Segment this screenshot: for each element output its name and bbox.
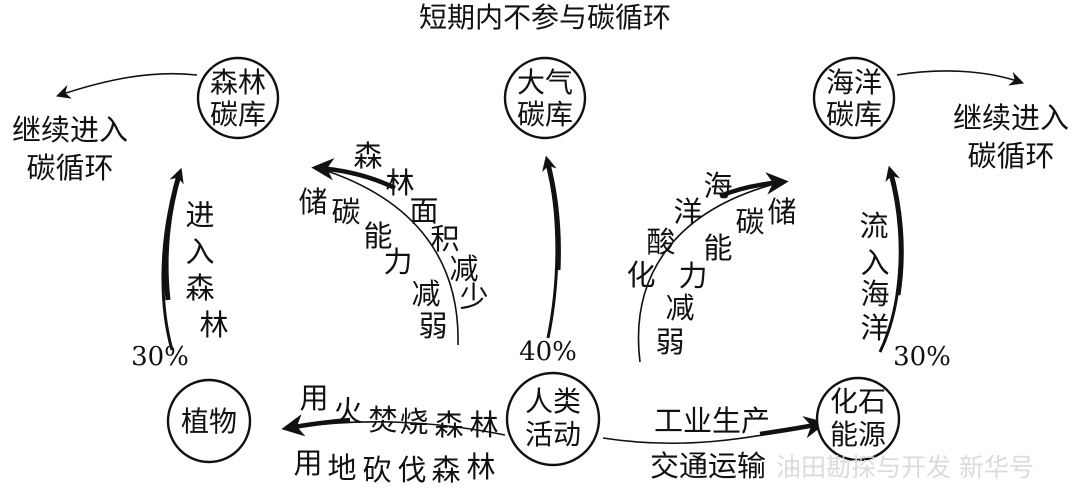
label-logging-char: 地 <box>327 451 356 485</box>
label-logging-char: 森 <box>431 453 460 487</box>
node-forest-carbon-pool <box>196 56 280 140</box>
percent-human-to-atmosphere: 40% <box>519 337 577 367</box>
label-ocean-storage-weakened-char: 碳 <box>735 205 764 239</box>
label-ocean-storage-weakened-char: 减 <box>665 291 694 325</box>
node-ocean-carbon-pool <box>812 56 896 140</box>
outcome-left-line2: 碳循环 <box>26 151 113 185</box>
label-forest-storage-weakened-char: 储 <box>298 185 327 219</box>
label-burning-char: 用 <box>299 381 328 415</box>
node-fossil-energy <box>815 376 901 462</box>
label-ocean-storage-weakened-char: 储 <box>767 195 796 229</box>
label-ocean-acidification-char: 化 <box>626 258 655 292</box>
label-flow-to-ocean-char: 海 <box>860 277 889 311</box>
label-burning-char: 火 <box>333 394 362 428</box>
label-ocean-acidification-char: 洋 <box>673 195 702 229</box>
label-forest-storage-weakened-char: 减 <box>411 277 440 311</box>
label-enter-forest-char: 森 <box>185 271 214 305</box>
node-atmosphere-carbon-pool <box>503 56 587 140</box>
atmosphere-label-line2: 碳库 <box>517 98 573 131</box>
node-plants <box>166 378 252 464</box>
label-flow-to-ocean-char: 洋 <box>860 311 889 345</box>
label-burning-char: 焚 <box>368 403 397 437</box>
label-logging-char: 用 <box>293 446 322 480</box>
label-forest-storage-weakened-char: 弱 <box>418 309 447 343</box>
label-enter-forest-char: 入 <box>185 235 214 269</box>
forest-label-line2: 碳库 <box>210 98 266 131</box>
percent-fossil-to-ocean: 30% <box>893 342 951 372</box>
arrow-ocean-storage-weakened <box>637 181 783 363</box>
watermark: 油田勘探与开发 新华号 <box>776 453 1034 482</box>
label-forest-storage-weakened-char: 能 <box>363 219 392 253</box>
label-forest-area-reduced-char: 积 <box>430 222 459 256</box>
ocean-label-line2: 碳库 <box>826 98 882 131</box>
forest-label-line1: 森林 <box>210 66 266 99</box>
label-ocean-storage-weakened-char: 能 <box>703 231 732 265</box>
atmosphere-label-line1: 大气 <box>517 66 573 99</box>
label-forest-area-reduced-char: 减 <box>449 252 478 286</box>
label-burning: 用火焚烧森林 <box>299 381 498 442</box>
arrow-forest-to-outcome <box>55 72 198 99</box>
human-label-line1: 人类 <box>525 385 581 418</box>
label-enter-forest-char: 林 <box>199 308 228 342</box>
label-enter-forest-char: 进 <box>185 198 214 232</box>
diagram-title: 短期内不参与碳循环 <box>419 1 671 34</box>
arrow-ocean-to-outcome <box>896 70 1025 86</box>
label-ocean-acidification-char: 海 <box>703 169 732 203</box>
label-ocean-acidification-char: 酸 <box>646 225 675 259</box>
label-forest-storage-weakened-char: 碳 <box>331 195 360 229</box>
fossil-label-line2: 能源 <box>830 418 886 451</box>
label-logging-char: 砍 <box>362 453 391 487</box>
outcome-left-line1: 继续进入 <box>12 113 128 147</box>
human-label-line2: 活动 <box>525 418 581 451</box>
arrow-forest-storage-weakened <box>317 167 459 346</box>
label-logging: 用地砍伐森林 <box>293 446 495 487</box>
outcome-right-line2: 碳循环 <box>967 139 1054 173</box>
label-burning-char: 烧 <box>399 405 428 439</box>
label-burning-char: 林 <box>469 408 498 442</box>
label-burning-char: 森 <box>434 408 463 442</box>
label-flow-to-ocean-char: 入 <box>860 246 889 280</box>
label-forest-storage-weakened: 储碳能力减弱 <box>298 185 447 343</box>
outcome-right-line1: 继续进入 <box>953 101 1069 135</box>
label-forest-area-reduced-char: 少 <box>459 280 488 314</box>
percent-plants-to-forest: 30% <box>131 342 189 372</box>
label-industry: 工业生产 <box>654 404 770 438</box>
label-logging-char: 伐 <box>397 453 426 487</box>
node-human-activity <box>505 371 601 467</box>
label-forest-area-reduced-char: 森 <box>353 139 382 173</box>
label-forest-area-reduced-char: 林 <box>385 166 414 200</box>
label-forest-area-reduced-char: 面 <box>409 194 438 228</box>
label-ocean-storage-weakened-char: 弱 <box>655 325 684 359</box>
label-transport: 交通运输 <box>650 449 766 483</box>
plants-label: 植物 <box>181 405 237 438</box>
label-logging-char: 林 <box>466 450 495 484</box>
label-forest-storage-weakened-char: 力 <box>383 245 412 279</box>
label-flow-to-ocean-char: 流 <box>859 209 888 243</box>
fossil-label-line1: 化石 <box>830 385 886 418</box>
label-ocean-storage-weakened-char: 力 <box>678 259 707 293</box>
ocean-label-line1: 海洋 <box>826 66 882 99</box>
